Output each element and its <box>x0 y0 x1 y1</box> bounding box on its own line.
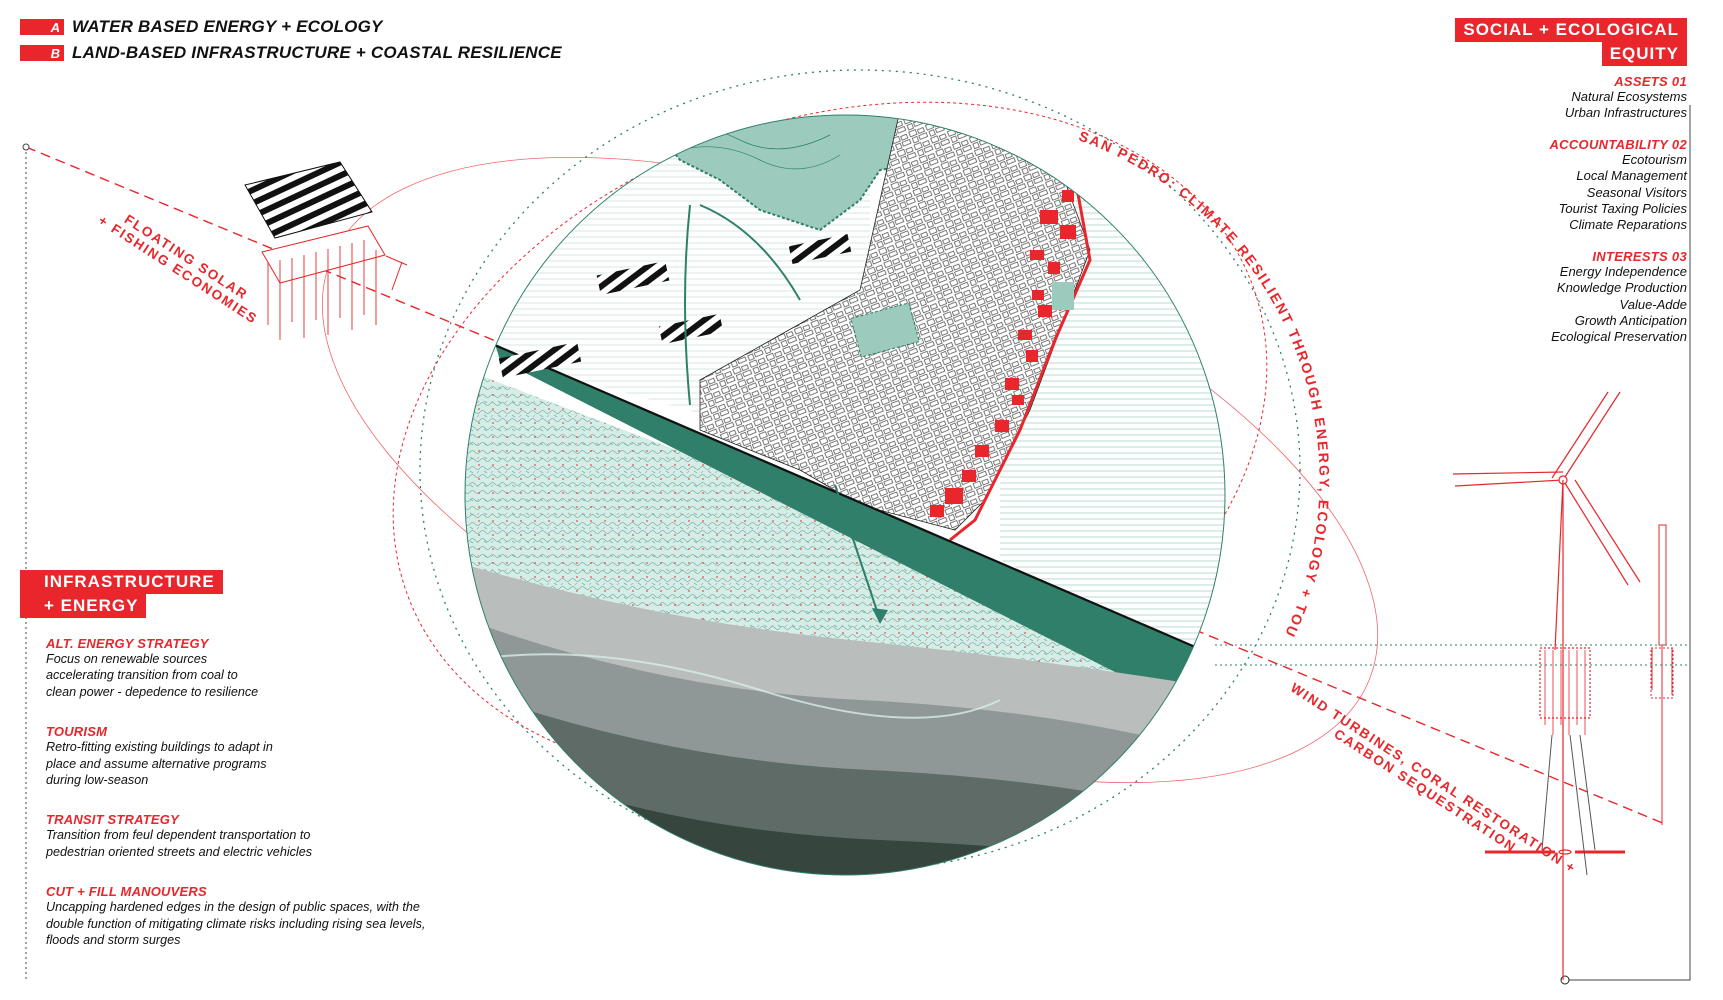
equity-title-line2: EQUITY <box>1601 42 1687 66</box>
legend-label-a: WATER BASED ENERGY + ECOLOGY <box>72 17 383 36</box>
strategy-line: floods and storm surges <box>46 933 181 948</box>
strategy-line: Focus on renewable sources <box>46 652 208 666</box>
infrastructure-title-line2: + ENERGY <box>20 594 147 618</box>
equity-item: Knowledge Production <box>1556 280 1687 296</box>
equity-title: SOCIAL + ECOLOGICAL EQUITY <box>1357 18 1687 66</box>
equity-item: Local Management <box>1576 168 1687 184</box>
infrastructure-title-line1: INFRASTRUCTURE <box>20 570 223 594</box>
equity-item: Value-Adde <box>1619 296 1687 312</box>
infrastructure-title: INFRASTRUCTURE + ENERGY <box>20 570 490 618</box>
equity-panel: SOCIAL + ECOLOGICAL EQUITY ASSETS 01 Nat… <box>1357 18 1687 346</box>
coral-structure-icon <box>1650 524 1674 825</box>
legend-item-b: B LAND-BASED INFRASTRUCTURE + COASTAL RE… <box>20 42 562 64</box>
equity-item: Ecotourism <box>1621 151 1687 167</box>
strategy-line: double function of mitigating climate ri… <box>46 916 426 931</box>
equity-title-line1: SOCIAL + ECOLOGICAL <box>1455 18 1687 42</box>
strategy-cut-fill: CUT + FILL MANOUVERS Uncapping hardened … <box>20 884 490 948</box>
legend-key-b: B <box>20 45 64 61</box>
strategy-heading: TOURISM <box>46 724 108 740</box>
strategy-line: Uncapping hardened edges in the design o… <box>46 900 420 915</box>
floating-solar-icon <box>244 161 408 340</box>
equity-item: Urban Infrastructures <box>1564 105 1687 121</box>
strategy-line: accelerating transition from coal to <box>46 668 238 683</box>
equity-item: Climate Reparations <box>1569 217 1687 233</box>
strategy-line: place and assume alternative programs <box>46 756 267 771</box>
legend-item-a: A WATER BASED ENERGY + ECOLOGY <box>20 16 562 38</box>
strategy-alt-energy: ALT. ENERGY STRATEGY Focus on renewable … <box>20 636 490 700</box>
san-pedro-title: SAN PEDRO: CLIMATE RESILIENT THROUGH ENE… <box>0 0 1331 641</box>
strategy-heading: ALT. ENERGY STRATEGY <box>46 636 209 651</box>
san-pedro-globe <box>465 115 1225 875</box>
infrastructure-panel: INFRASTRUCTURE + ENERGY ALT. ENERGY STRA… <box>20 570 490 948</box>
strategy-heading: TRANSIT STRATEGY <box>46 812 179 828</box>
strategy-tourism: TOURISM Retro-fitting existing buildings… <box>20 724 490 788</box>
strategy-line: Transition from feul dependent transport… <box>46 828 311 843</box>
equity-item: Tourist Taxing Policies <box>1558 201 1687 217</box>
equity-heading: INTERESTS 03 <box>1592 248 1687 264</box>
strategy-transit: TRANSIT STRATEGY Transition from feul de… <box>20 812 490 860</box>
floating-solar-panels <box>498 233 852 379</box>
legend-label-b: LAND-BASED INFRASTRUCTURE + COASTAL RESI… <box>72 43 562 62</box>
equity-item: Growth Anticipation <box>1574 313 1687 329</box>
strategy-line: during low-season <box>46 773 149 788</box>
strategy-heading: CUT + FILL MANOUVERS <box>46 884 207 900</box>
equity-heading: ACCOUNTABILITY 02 <box>1549 136 1687 152</box>
equity-item: Energy Independence <box>1559 263 1687 279</box>
equity-item: Ecological Preservation <box>1551 329 1687 345</box>
legend: A WATER BASED ENERGY + ECOLOGY B LAND-BA… <box>20 16 562 64</box>
strategy-line: clean power - depedence to resilience <box>46 684 259 699</box>
equity-heading: ASSETS 01 <box>1614 74 1687 89</box>
strategy-line: Retro-fitting existing buildings to adap… <box>46 740 273 755</box>
strategy-line: pedestrian oriented streets and electric… <box>46 844 313 859</box>
equity-section-accountability: ACCOUNTABILITY 02 Ecotourism Local Manag… <box>1357 137 1687 234</box>
equity-item: Natural Ecosystems <box>1571 89 1687 104</box>
equity-section-interests: INTERESTS 03 Energy Independence Knowled… <box>1357 249 1687 346</box>
equity-item: Seasonal Visitors <box>1586 184 1687 200</box>
svg-text:SAN PEDRO: CLIMATE RESILIENT: SAN PEDRO: CLIMATE RESILIENT THROUGH ENE… <box>0 0 1333 641</box>
equity-section-assets: ASSETS 01 Natural Ecosystems Urban Infra… <box>1357 74 1687 122</box>
wind-turbine-icon <box>1452 391 1641 980</box>
legend-key-a: A <box>20 19 64 35</box>
